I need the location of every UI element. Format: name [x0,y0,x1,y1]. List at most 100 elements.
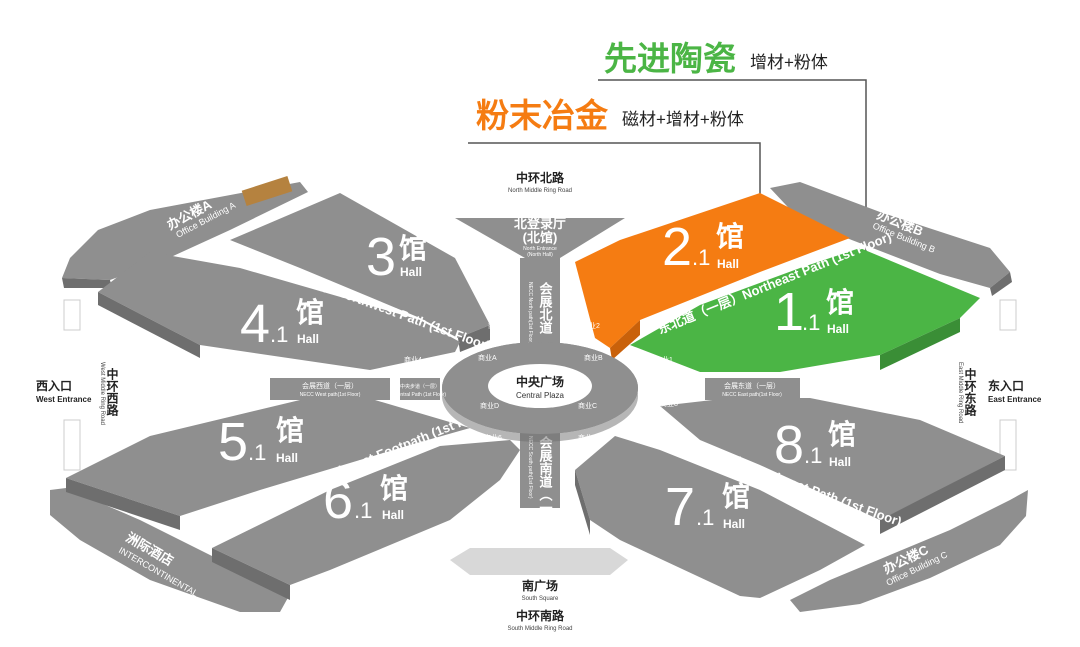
north-entrance-cn1: 北登录厅 [514,216,566,231]
hall-6-1 [212,440,520,585]
north-entrance-hall [455,218,625,258]
hall-4-1-guan: 馆 [296,296,324,328]
hall-2-1-guan: 馆 [716,220,744,252]
hall-6-1-side [212,548,290,600]
hall-3-en: Hall [400,265,422,279]
hall-8-1-number: 8 [774,415,804,475]
hall-8-1-side [880,456,1005,534]
center-path-cn: 中央步道（一层） [400,383,440,390]
hall-6-1-sub: .1 [354,498,372,523]
east-road-cn: 中环东路 [963,367,977,417]
hall-2-1-en: Hall [717,257,739,271]
office-a-logo [241,175,293,207]
hall-8-1 [660,398,1005,520]
office-building-b-side [990,272,1012,296]
south-road-en: South Middle Ring Road [507,626,572,632]
west-entrance-cn: 西入口 [36,379,72,393]
south-square-cn: 南广场 [522,578,558,593]
office-building-c [790,490,1028,612]
hall-7-1-sub: .1 [696,505,714,530]
office-building-a [62,182,308,280]
east-entrance-outline [999,299,1017,471]
commerce-d: 商业D [480,401,499,410]
hall-6-1-number: 6 [323,470,353,530]
hall-6-1-guan: 馆 [380,472,408,504]
hall-1-1-number: 1 [774,282,804,342]
north-entrance-cn2: (北馆) [523,230,558,245]
hall-5-1-sub: .1 [248,440,266,465]
hall-5-1-guan: 馆 [276,414,304,446]
east-entrance-cn: 东入口 [988,378,1024,393]
south-path-en: NECC South path(1st Floor) [527,436,533,499]
hall-2-1-side [610,320,640,360]
legend-powder-title: 粉末冶金 [476,97,609,134]
legend-ceramics-subtitle: 增材+粉体 [750,53,828,72]
legend-powder-subtitle: 磁材+增材+粉体 [622,110,744,129]
hall-2-1-number: 2 [662,217,692,277]
hall-1-1-sub: .1 [802,310,820,335]
hall-7-1-side [575,470,590,535]
commerce-1: 商业1 [655,355,673,364]
west-path [270,378,390,400]
south-square-en: South Square [522,596,559,602]
hall-5-1-number: 5 [218,412,248,472]
west-road-en: West Middle Ring Road [99,362,105,425]
commerce-6: 商业6 [484,433,502,442]
hall-3-number: 3 [366,227,396,287]
south-square [450,548,628,575]
south-path-cn: 会展南道（一层） [538,435,554,540]
hall-5-1 [66,400,470,516]
hall-8-1-sub: .1 [804,443,822,468]
commerce-b: 商业B [584,353,603,362]
east-path-en: NECC East path(1st Floor) [722,392,782,398]
west-entrance-en: West Entrance [36,395,92,404]
hall-6-1-en: Hall [382,508,404,522]
commerce-8: 商业8 [660,399,678,408]
hall-1-1 [630,248,980,372]
east-path-cn: 会展东道（一层） [724,381,780,390]
east-entrance-en: East Entrance [988,395,1042,404]
hall-7-1-guan: 馆 [722,480,750,512]
hall-4-1 [98,252,460,370]
hall-1-1-side [880,318,960,370]
hall-8-1-guan: 馆 [828,418,856,450]
center-path [400,378,440,400]
north-entrance-en1: North Entrance [523,246,557,252]
north-road-cn: 中环北路 [516,170,565,185]
hall-4-1-en: Hall [297,332,319,346]
commerce-5: 商业5 [404,399,422,408]
hall-4-1-side [98,292,200,358]
commerce-3: 商业3 [488,321,506,330]
north-entrance-en2: (North Hall) [527,252,553,258]
hall-7-1 [575,436,865,598]
north-entrance-stem [520,258,560,275]
center-path-en: Central Path (1st Floor) [394,392,446,398]
east-road-en: East Middle Ring Road [957,362,963,423]
hall-7-1-number: 7 [665,477,695,537]
office-building-a-side [62,278,112,288]
west-path-en: NECC West path(1st Floor) [300,392,361,398]
hall-8-1-en: Hall [829,455,851,469]
hotel-building [50,488,290,612]
hall-2-1-sub: .1 [692,245,710,270]
hall-5-1-en: Hall [276,451,298,465]
commerce-4: 商业4 [404,355,422,364]
hall-4-1-sub: .1 [270,322,288,347]
west-path-cn: 会展西道（一层） [302,381,358,390]
legend-ceramics-title: 先进陶瓷 [604,40,736,77]
commerce-c: 商业C [578,401,597,410]
north-path [520,275,560,345]
commerce-a: 商业A [478,353,497,362]
hall-3-side [458,325,490,352]
commerce-7: 商业7 [578,433,596,442]
hall-7-1-en: Hall [723,517,745,531]
hall-3-guan: 馆 [399,232,427,264]
hall-2-1 [575,193,850,348]
west-road-cn: 中环西路 [105,367,119,417]
central-plaza-en: Central Plaza [516,391,565,400]
hall-5-1-side [66,478,180,530]
west-entrance-outline [63,299,81,471]
hall-4-1-number: 4 [240,294,270,354]
central-plaza-cn: 中央广场 [516,374,564,389]
